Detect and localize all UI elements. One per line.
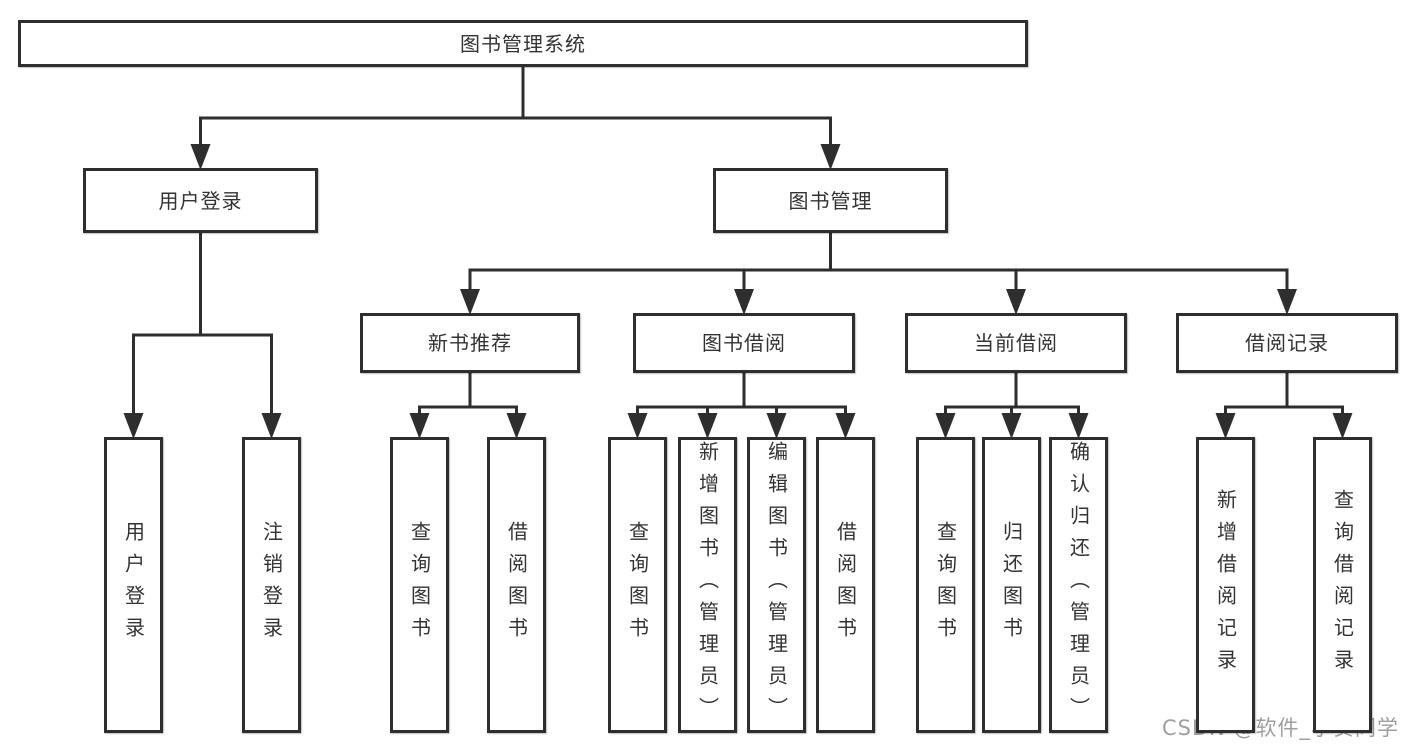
arrowhead-icon xyxy=(835,413,856,439)
arrowhead-icon xyxy=(935,413,956,439)
node-user-login-action: 用户登录 xyxy=(104,437,163,733)
arrowhead-icon xyxy=(409,413,430,439)
node-add-book-admin: 新增图书（管理员） xyxy=(678,437,737,733)
node-label-borrow-books-recommend: 借阅图书 xyxy=(504,521,529,649)
node-return-books: 归还图书 xyxy=(982,437,1041,733)
node-label-book-management: 图书管理 xyxy=(788,188,873,213)
node-label-query-books-current: 查询图书 xyxy=(933,521,958,649)
node-label-edit-book-admin: 编辑图书（管理员） xyxy=(764,441,789,729)
node-library-system: 图书管理系统 xyxy=(18,20,1028,67)
node-user-login: 用户登录 xyxy=(83,168,318,233)
node-label-book-borrowing: 图书借阅 xyxy=(702,331,786,355)
arrowhead-icon xyxy=(1215,413,1236,439)
node-query-borrow-record: 查询借阅记录 xyxy=(1313,437,1372,733)
node-label-current-borrowing: 当前借阅 xyxy=(974,331,1058,355)
node-label-new-book-recommend: 新书推荐 xyxy=(428,331,512,355)
node-book-management: 图书管理 xyxy=(713,168,948,233)
node-label-return-books: 归还图书 xyxy=(999,521,1024,649)
node-book-borrowing: 图书借阅 xyxy=(633,313,855,373)
arrowhead-icon xyxy=(123,413,144,439)
node-label-library-system: 图书管理系统 xyxy=(460,31,586,56)
node-query-books-borrowing: 查询图书 xyxy=(608,437,667,733)
node-query-books-current: 查询图书 xyxy=(916,437,975,733)
arrowhead-icon xyxy=(190,144,211,170)
arrowhead-icon xyxy=(766,413,787,439)
node-borrowing-records: 借阅记录 xyxy=(1176,313,1398,373)
node-label-user-login: 用户登录 xyxy=(158,188,243,213)
arrowhead-icon xyxy=(460,289,480,315)
node-label-user-login-action: 用户登录 xyxy=(121,521,146,649)
arrowhead-icon xyxy=(1001,413,1022,439)
arrowhead-icon xyxy=(1277,289,1297,315)
node-logout-action: 注销登录 xyxy=(242,437,301,733)
node-add-borrow-record: 新增借阅记录 xyxy=(1196,437,1255,733)
arrowhead-icon xyxy=(627,413,648,439)
node-label-confirm-return-admin: 确认归还（管理员） xyxy=(1066,441,1091,729)
node-new-book-recommend: 新书推荐 xyxy=(360,313,580,373)
node-label-borrowing-records: 借阅记录 xyxy=(1245,331,1329,355)
node-label-add-borrow-record: 新增借阅记录 xyxy=(1213,489,1238,681)
node-label-query-borrow-record: 查询借阅记录 xyxy=(1330,489,1355,681)
arrowhead-icon xyxy=(820,144,841,170)
node-current-borrowing: 当前借阅 xyxy=(905,313,1127,373)
node-query-books-recommend: 查询图书 xyxy=(390,437,449,733)
node-label-query-books-borrowing: 查询图书 xyxy=(625,521,650,649)
node-confirm-return-admin: 确认归还（管理员） xyxy=(1049,437,1108,733)
arrowhead-icon xyxy=(1332,413,1353,439)
node-edit-book-admin: 编辑图书（管理员） xyxy=(747,437,806,733)
node-borrow-books-recommend: 借阅图书 xyxy=(487,437,546,733)
arrowhead-icon xyxy=(261,413,282,439)
arrowhead-icon xyxy=(734,289,754,315)
node-borrow-books-borrowing: 借阅图书 xyxy=(816,437,875,733)
arrowhead-icon xyxy=(697,413,718,439)
node-label-borrow-books-borrowing: 借阅图书 xyxy=(833,521,858,649)
node-label-logout-action: 注销登录 xyxy=(259,521,284,649)
arrowhead-icon xyxy=(506,413,527,439)
node-label-query-books-recommend: 查询图书 xyxy=(407,521,432,649)
arrowhead-icon xyxy=(1006,289,1026,315)
arrowhead-icon xyxy=(1068,413,1089,439)
node-label-add-book-admin: 新增图书（管理员） xyxy=(695,441,720,729)
